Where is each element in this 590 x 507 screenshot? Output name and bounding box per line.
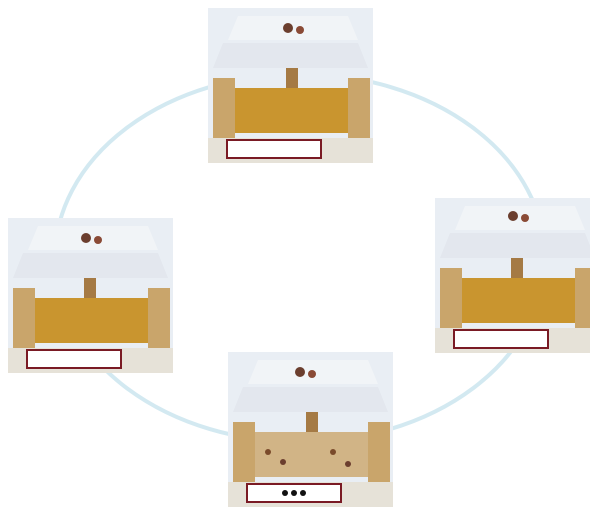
- stage-label-top: [226, 139, 322, 159]
- stage-card-bottom: [228, 352, 393, 507]
- cycle-diagram: [0, 0, 590, 486]
- stage-card-right: [435, 198, 590, 353]
- stage-label-left: [26, 349, 122, 369]
- stage-card-top: [208, 8, 373, 163]
- stage-label-right: [453, 329, 549, 349]
- seed-cluster-icon: [282, 490, 306, 496]
- stage-label-bottom: [246, 483, 342, 503]
- stage-card-left: [8, 218, 173, 373]
